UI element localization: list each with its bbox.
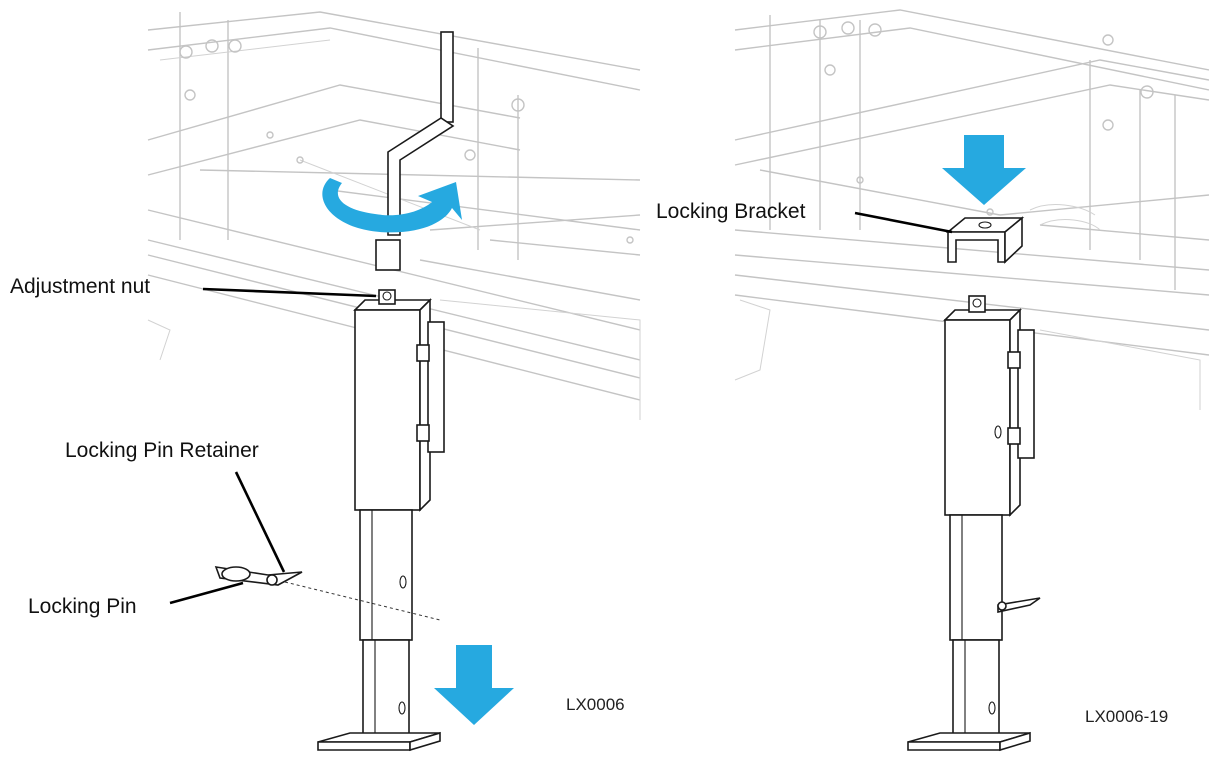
right-jack-stand bbox=[907, 295, 1041, 752]
crank-handle bbox=[375, 31, 455, 271]
adjustment-nut-leader bbox=[202, 287, 377, 298]
locking-bracket-label: Locking Bracket bbox=[656, 200, 806, 223]
bracket-down-arrow-icon bbox=[942, 135, 1026, 205]
locking-pin-retainer-label: Locking Pin Retainer bbox=[65, 439, 259, 462]
locking-pin-retainer-leader bbox=[234, 471, 286, 573]
locking-pin-assembly bbox=[214, 566, 441, 621]
locking-bracket-leader bbox=[854, 211, 953, 234]
lower-arrow-icon bbox=[434, 645, 514, 725]
rotate-arrow-icon bbox=[322, 178, 462, 233]
locking-pin-leader bbox=[169, 581, 244, 605]
locking-bracket bbox=[945, 216, 1025, 264]
locking-pin-label: Locking Pin bbox=[28, 595, 137, 618]
figure-code-left: LX0006 bbox=[566, 695, 625, 714]
adjustment-nut-label: Adjustment nut bbox=[10, 275, 150, 298]
left-jack-stand bbox=[317, 289, 445, 752]
figure-code-right: LX0006-19 bbox=[1085, 707, 1168, 726]
